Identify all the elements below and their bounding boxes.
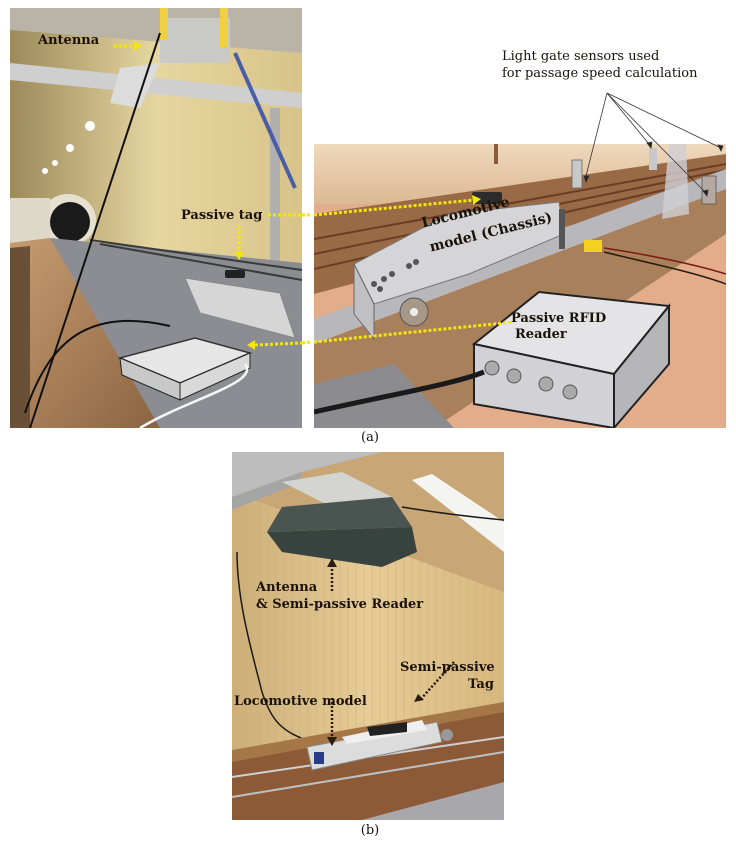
label-passive-rfid-reader-1: Passive RFID — [511, 311, 607, 326]
label-light-gate-sensors-1: Light gate sensors used — [502, 49, 660, 64]
photo-b: Antenna & Semi-passive Reader Semi-passi… — [232, 452, 504, 820]
photo-a-left-scene — [10, 8, 302, 428]
label-antenna-semi-passive-reader-1: Antenna — [256, 580, 318, 595]
label-semi-passive-tag-2: Tag — [468, 677, 494, 692]
caption-b: (b) — [360, 823, 380, 838]
label-locomotive-model: Locomotive model — [234, 694, 367, 709]
label-antenna-semi-passive-reader-2: & Semi-passive Reader — [256, 597, 424, 612]
photo-b-scene — [232, 452, 504, 820]
label-passive-rfid-reader-2: Reader — [515, 327, 567, 342]
photo-a-left: Antenna Passive tag — [10, 8, 302, 428]
label-passive-tag: Passive tag — [181, 208, 263, 223]
photo-a-right-scene — [314, 144, 726, 428]
caption-a: (a) — [361, 430, 379, 445]
label-antenna: Antenna — [38, 33, 100, 48]
label-light-gate-sensors-2: for passage speed calculation — [502, 66, 698, 81]
photo-a-right: Locomotive model (Chassis) Passive RFID … — [314, 144, 726, 428]
label-semi-passive-tag-1: Semi-passive — [400, 660, 495, 675]
